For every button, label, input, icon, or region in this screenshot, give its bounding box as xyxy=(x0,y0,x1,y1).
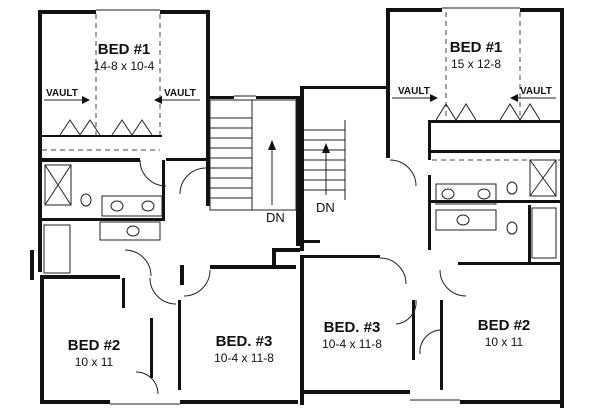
left-stair-dn-label: DN xyxy=(266,210,285,225)
left-bed2-name: BED #2 xyxy=(68,337,121,354)
right-unit-walls xyxy=(300,8,564,408)
left-vault-label-left: VAULT xyxy=(46,88,78,99)
left-master-bed-name: BED #1 xyxy=(98,41,151,58)
right-stair-dn-label: DN xyxy=(316,200,335,215)
left-bed3-dims: 10-4 x 11-8 xyxy=(214,351,274,365)
right-vault-label-left: VAULT xyxy=(398,86,430,97)
left-master-bed-dims: 14-8 x 10-4 xyxy=(94,59,155,73)
left-bed2-dims: 10 x 11 xyxy=(75,355,114,369)
right-bed2-name: BED #2 xyxy=(478,317,531,334)
right-bed2-dims: 10 x 11 xyxy=(485,335,524,349)
right-vault-label-right: VAULT xyxy=(520,86,552,97)
right-bed3-dims: 10-4 x 11-8 xyxy=(322,337,382,351)
right-master-bed-dims: 15 x 12-8 xyxy=(451,57,501,71)
left-unit-walls xyxy=(30,10,304,404)
left-vault-label-right: VAULT xyxy=(164,88,196,99)
right-bed3-name: BED. #3 xyxy=(324,319,381,336)
right-master-bed-name: BED #1 xyxy=(450,39,503,56)
detail-lines xyxy=(42,7,560,405)
left-bed3-name: BED. #3 xyxy=(216,333,273,350)
